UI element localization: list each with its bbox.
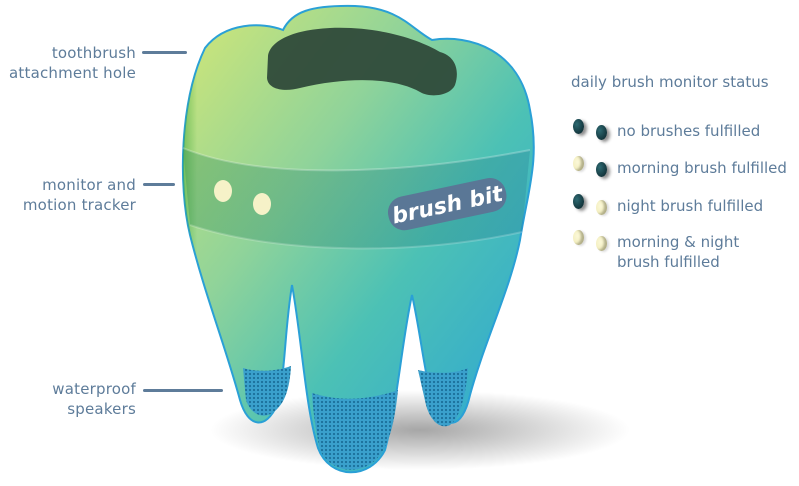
legend-item-night: night brush fulfilled <box>571 194 799 234</box>
legend-line: night brush fulfilled <box>617 197 764 215</box>
legend-item-no-brushes: no brushes fulfilled <box>571 119 799 159</box>
callout-monitor-tracker: monitor and motion tracker <box>0 175 136 215</box>
callout-line: monitor and <box>42 176 136 194</box>
night-light-off-icon <box>596 162 607 177</box>
leader-line-monitor <box>143 183 175 186</box>
morning-light-off-icon <box>573 194 584 209</box>
tracker-band <box>183 148 530 249</box>
callout-line: attachment hole <box>9 64 136 82</box>
callout-line: motion tracker <box>22 196 136 214</box>
legend-item-morning: morning brush fulfilled <box>571 156 799 196</box>
callout-line: toothbrush <box>51 44 136 62</box>
legend-line: no brushes fulfilled <box>617 122 761 140</box>
indicator-light-morning <box>214 180 232 202</box>
leader-line-speakers <box>143 389 223 392</box>
morning-light-on-icon <box>573 230 584 245</box>
attachment-hole <box>267 27 457 96</box>
legend-item-label: no brushes fulfilled <box>617 121 760 141</box>
leader-line-attachment <box>142 51 187 54</box>
night-light-on-icon <box>596 200 607 215</box>
legend-line: brush fulfilled <box>617 253 720 271</box>
night-light-on-icon <box>596 236 607 251</box>
callout-line: speakers <box>67 400 136 418</box>
night-light-off-icon <box>596 125 607 140</box>
callout-waterproof-speakers: waterproof speakers <box>0 379 136 419</box>
legend-item-label: morning brush fulfilled <box>617 158 787 178</box>
legend-title: daily brush monitor status <box>571 73 769 91</box>
callout-line: waterproof <box>52 380 136 398</box>
callout-attachment-hole: toothbrush attachment hole <box>0 43 136 83</box>
speaker-mesh-right <box>418 368 468 427</box>
morning-light-on-icon <box>573 156 584 171</box>
legend-line: morning & night <box>617 233 740 251</box>
legend-line: morning brush fulfilled <box>617 159 787 177</box>
morning-light-off-icon <box>573 119 584 134</box>
speaker-mesh-left <box>243 366 291 416</box>
legend-item-label: morning & night brush fulfilled <box>617 232 739 272</box>
speaker-mesh-center <box>312 390 398 470</box>
legend-item-label: night brush fulfilled <box>617 196 763 216</box>
indicator-light-night <box>253 193 271 215</box>
legend-item-morning-night: morning & night brush fulfilled <box>571 230 799 278</box>
